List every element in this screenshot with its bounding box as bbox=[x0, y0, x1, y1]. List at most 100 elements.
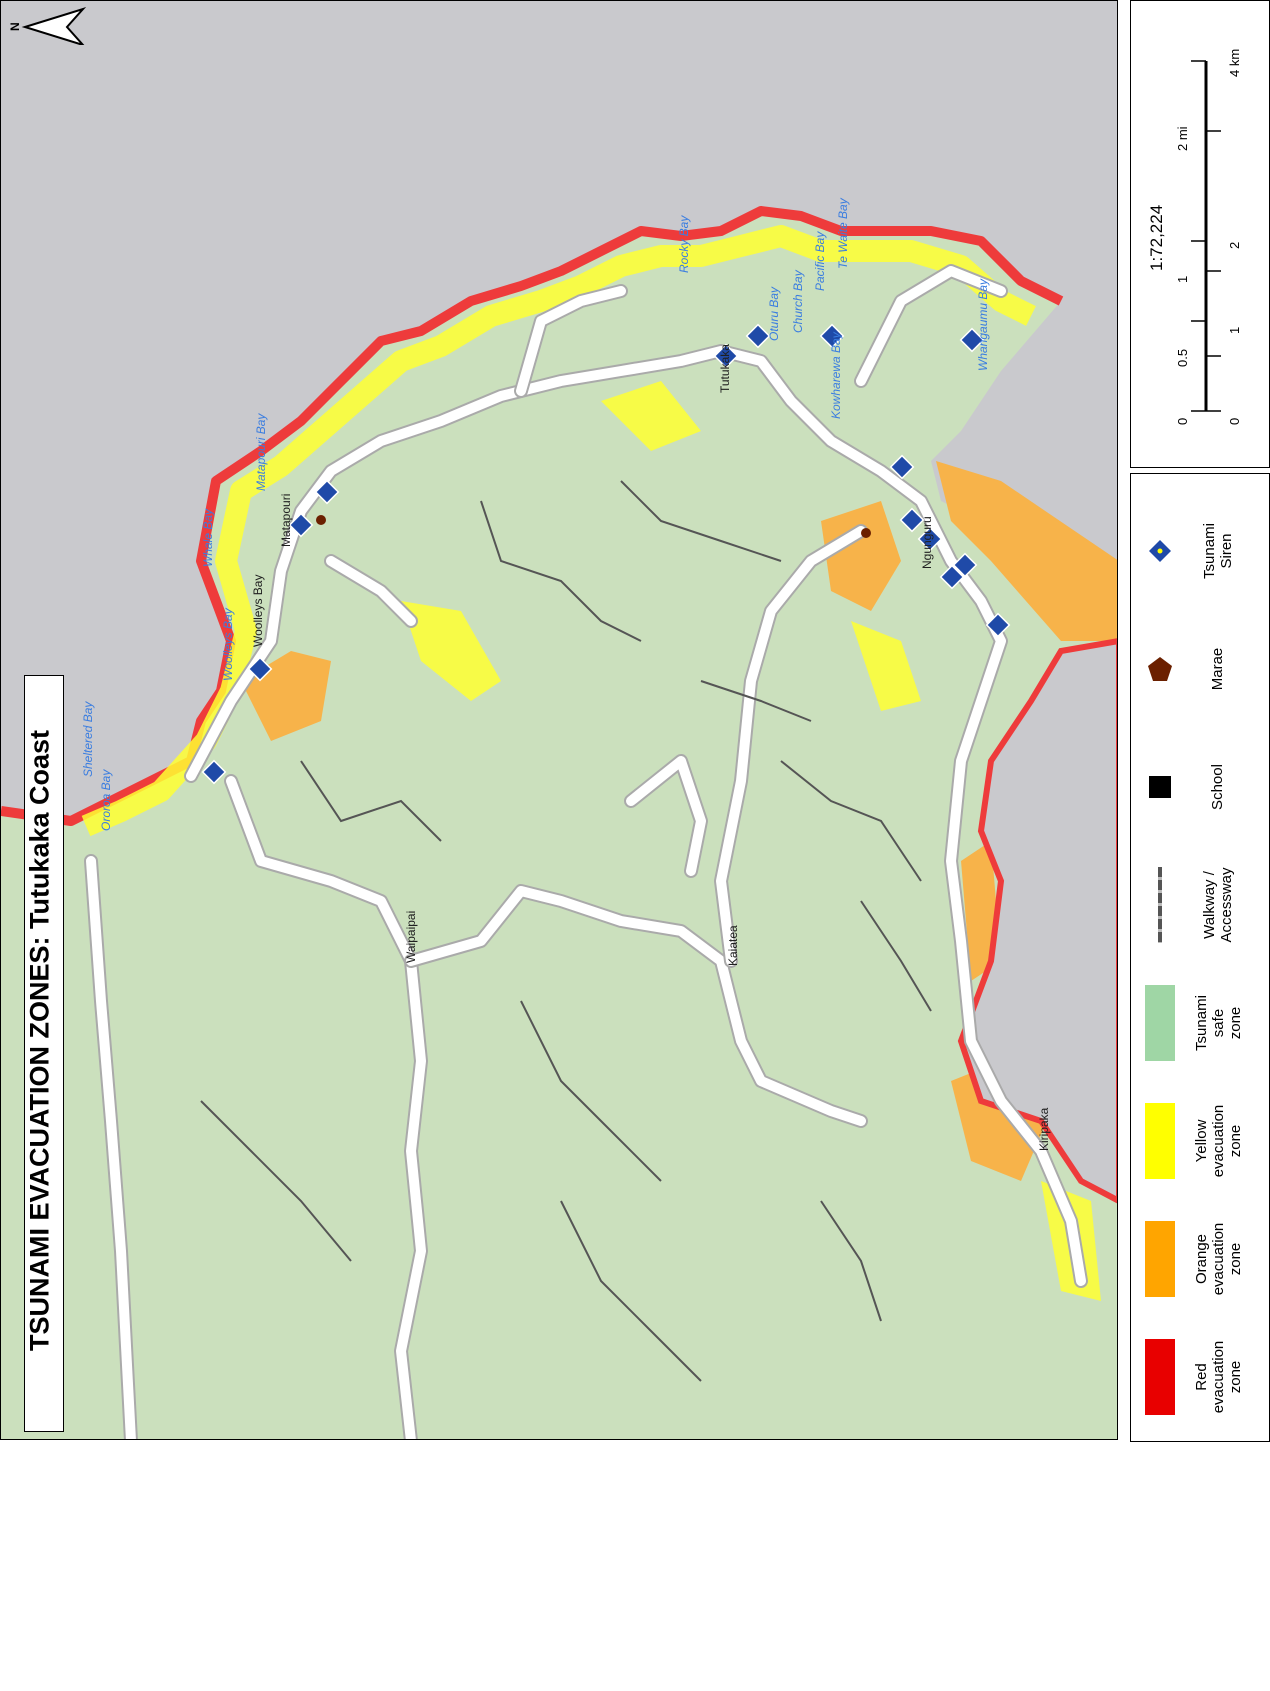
legend-swatch bbox=[1145, 1339, 1175, 1415]
place-label-woolleys-bay: Woolleys Bay bbox=[251, 574, 265, 647]
orange-zone-patch bbox=[821, 501, 901, 611]
scale-mi-tick: 1 bbox=[1175, 275, 1190, 283]
legend-item: Marae bbox=[1131, 615, 1270, 723]
siren-marker[interactable] bbox=[952, 552, 978, 578]
legend-label-line: Tsunami bbox=[1193, 995, 1210, 1051]
bay-label-ororoa-bay: Ororoa Bay bbox=[99, 769, 113, 831]
scale-mi-tick: 0 bbox=[1175, 417, 1190, 425]
legend-label-line: Accessway bbox=[1218, 867, 1235, 943]
legend-label-line: zone bbox=[1227, 1006, 1244, 1040]
bay-label-te-waite-bay: Te Waite Bay bbox=[836, 198, 850, 269]
legend-label: School bbox=[1209, 733, 1226, 841]
marae-icon bbox=[1147, 656, 1173, 682]
siren-marker[interactable] bbox=[819, 323, 845, 349]
legend-label-line: Red bbox=[1193, 1363, 1210, 1391]
place-label-kaiatea: Kaiatea bbox=[726, 925, 740, 966]
bay-label-rocky-bay: Rocky Bay bbox=[677, 215, 691, 273]
legend-label-line: Walkway / bbox=[1201, 871, 1218, 939]
orange-zone-patch bbox=[936, 461, 1117, 641]
legend-walkway-icon bbox=[1158, 867, 1162, 943]
legend-label-line: Tsunami bbox=[1201, 523, 1218, 579]
bay-label-kowharewa-bay: Kowharewa Bay bbox=[829, 332, 843, 419]
bay-label-whangaumu-bay: Whangaumu Bay bbox=[976, 278, 990, 371]
siren-icon bbox=[1148, 539, 1172, 563]
legend-label-line: Yellow bbox=[1193, 1119, 1210, 1163]
legend-swatch bbox=[1145, 985, 1175, 1061]
siren-marker[interactable] bbox=[959, 327, 985, 353]
legend-swatch bbox=[1145, 1221, 1175, 1297]
scale-km-tick: 4 km bbox=[1227, 48, 1242, 77]
yellow-zone-band bbox=[81, 225, 1036, 837]
legend-label-line: Siren bbox=[1218, 533, 1235, 569]
legend-label-line: evacuation bbox=[1210, 1340, 1227, 1414]
legend-label-line: zone bbox=[1227, 1124, 1244, 1158]
bay-label-oturu-bay: Oturu Bay bbox=[767, 286, 781, 341]
walkway-network bbox=[200, 480, 932, 1382]
legend-item: Walkway /Accessway bbox=[1131, 851, 1270, 959]
bay-label-whale-bay: Whale Bay bbox=[201, 508, 215, 567]
legend-label-line: School bbox=[1209, 764, 1226, 810]
siren-marker[interactable] bbox=[713, 343, 739, 369]
legend-item: School bbox=[1131, 733, 1270, 841]
legend-label: Walkway /Accessway bbox=[1201, 851, 1235, 959]
scale-km-tick: 2 bbox=[1227, 241, 1242, 249]
legend-label-line: Marae bbox=[1209, 647, 1226, 691]
siren-marker[interactable] bbox=[917, 526, 943, 552]
bay-label-pacific-bay: Pacific Bay bbox=[813, 231, 827, 291]
legend-label-line: Orange bbox=[1193, 1233, 1210, 1285]
place-label-waipaipai: Waipaipai bbox=[404, 910, 418, 963]
place-label-tutukaka: Tutukaka bbox=[718, 344, 732, 393]
siren-marker[interactable] bbox=[247, 656, 273, 682]
scale-mi-tick: 0.5 bbox=[1175, 348, 1190, 367]
siren-marker[interactable] bbox=[314, 479, 340, 505]
marae-marker[interactable] bbox=[316, 515, 326, 525]
scale-bar bbox=[1191, 60, 1221, 412]
north-arrow-icon: N bbox=[8, 6, 87, 45]
bay-label-church-bay: Church Bay bbox=[791, 270, 805, 333]
legend-label-line: zone bbox=[1227, 1360, 1244, 1394]
legend-label-line: evacuation bbox=[1210, 1222, 1227, 1296]
red-zone-band bbox=[1, 206, 1064, 826]
bay-label-sheltered-bay: Sheltered Bay bbox=[81, 701, 95, 777]
siren-marker[interactable] bbox=[201, 759, 227, 785]
map-frame[interactable]: N Tutukaka Ngunguru Matapouri Woolleys B… bbox=[0, 0, 1118, 1440]
yellow-zone-patch bbox=[601, 381, 701, 451]
yellow-zone-patch bbox=[851, 621, 921, 711]
scale-km-tick: 0 bbox=[1227, 417, 1242, 425]
bay-label-woolleys-bay: Woolleys Bay bbox=[221, 608, 235, 681]
siren-marker[interactable] bbox=[899, 507, 925, 533]
legend-label-line: zone bbox=[1227, 1242, 1244, 1276]
marae-marker[interactable] bbox=[861, 528, 871, 538]
road-network bbox=[84, 264, 1088, 1439]
school-icon bbox=[1149, 776, 1171, 798]
place-label-kiripaka: Kiripaka bbox=[1037, 1107, 1051, 1151]
siren-marker[interactable] bbox=[889, 454, 915, 480]
scale-mi-tick: 2 mi bbox=[1175, 126, 1190, 151]
scale-panel: 1:72,224 0 0.5 1 2 mi 0 1 2 4 km bbox=[1130, 0, 1270, 468]
legend-swatch bbox=[1145, 1103, 1175, 1179]
north-label: N bbox=[8, 22, 22, 31]
estuary bbox=[957, 638, 1117, 1204]
tsunami-sirens bbox=[201, 323, 1011, 785]
siren-marker[interactable] bbox=[288, 512, 314, 538]
siren-marker[interactable] bbox=[745, 323, 771, 349]
place-label-ngunguru: Ngunguru bbox=[920, 516, 934, 569]
siren-marker[interactable] bbox=[985, 612, 1011, 638]
legend-label: Marae bbox=[1209, 615, 1226, 723]
legend-label-line: safe bbox=[1210, 1008, 1227, 1038]
yellow-zone-patch bbox=[401, 601, 501, 701]
siren-marker[interactable] bbox=[939, 564, 965, 590]
place-label-matapouri: Matapouri bbox=[279, 493, 293, 547]
legend-label-line: evacuation bbox=[1210, 1104, 1227, 1178]
map-canvas[interactable] bbox=[1, 1, 1118, 1440]
